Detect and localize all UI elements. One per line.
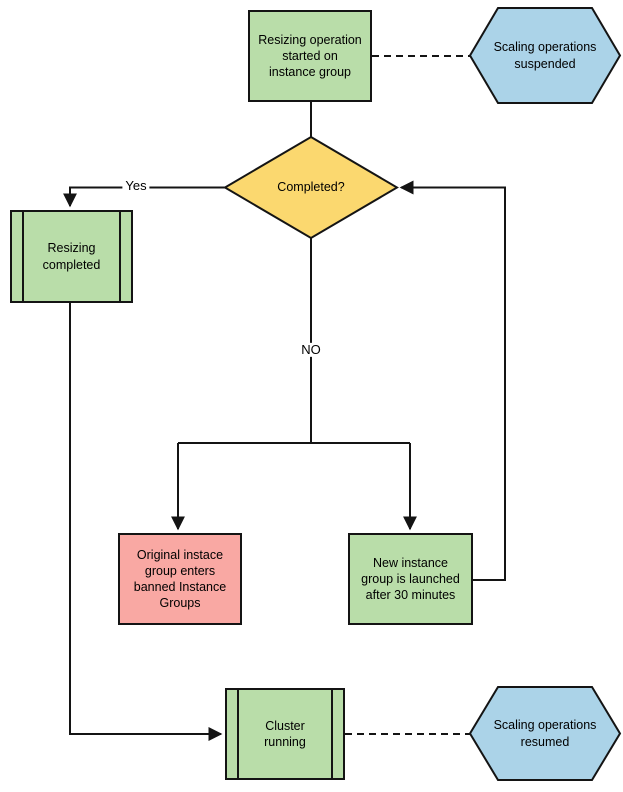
suspended-hexagon-label: Scaling operations suspended [493,40,597,71]
decision-diamond-shape [223,135,399,240]
suspended-hexagon-shape [468,7,622,104]
node-cluster-running: Cluster running [225,688,345,780]
edge-label-no: NO [298,342,324,358]
node-new-instance-group: New instance group is launched after 30 … [348,533,473,625]
edge-label-yes: Yes [122,178,150,194]
edge-new-group-to-decision-loop [399,180,506,581]
node-resizing-completed: Resizing completed [10,210,133,303]
node-resizing-operation-started: Resizing operation started on instance g… [248,10,372,102]
resumed-hexagon-label: Scaling operations resumed [493,718,597,749]
edge-yes-to-resizing-completed [63,186,225,208]
resumed-hexagon-shape [468,686,622,781]
decision-diamond-label: Completed? [277,180,345,195]
edge-resizing-completed-to-cluster [69,303,223,741]
node-banned-instance-groups: Original instace group enters banned Ins… [118,533,242,625]
